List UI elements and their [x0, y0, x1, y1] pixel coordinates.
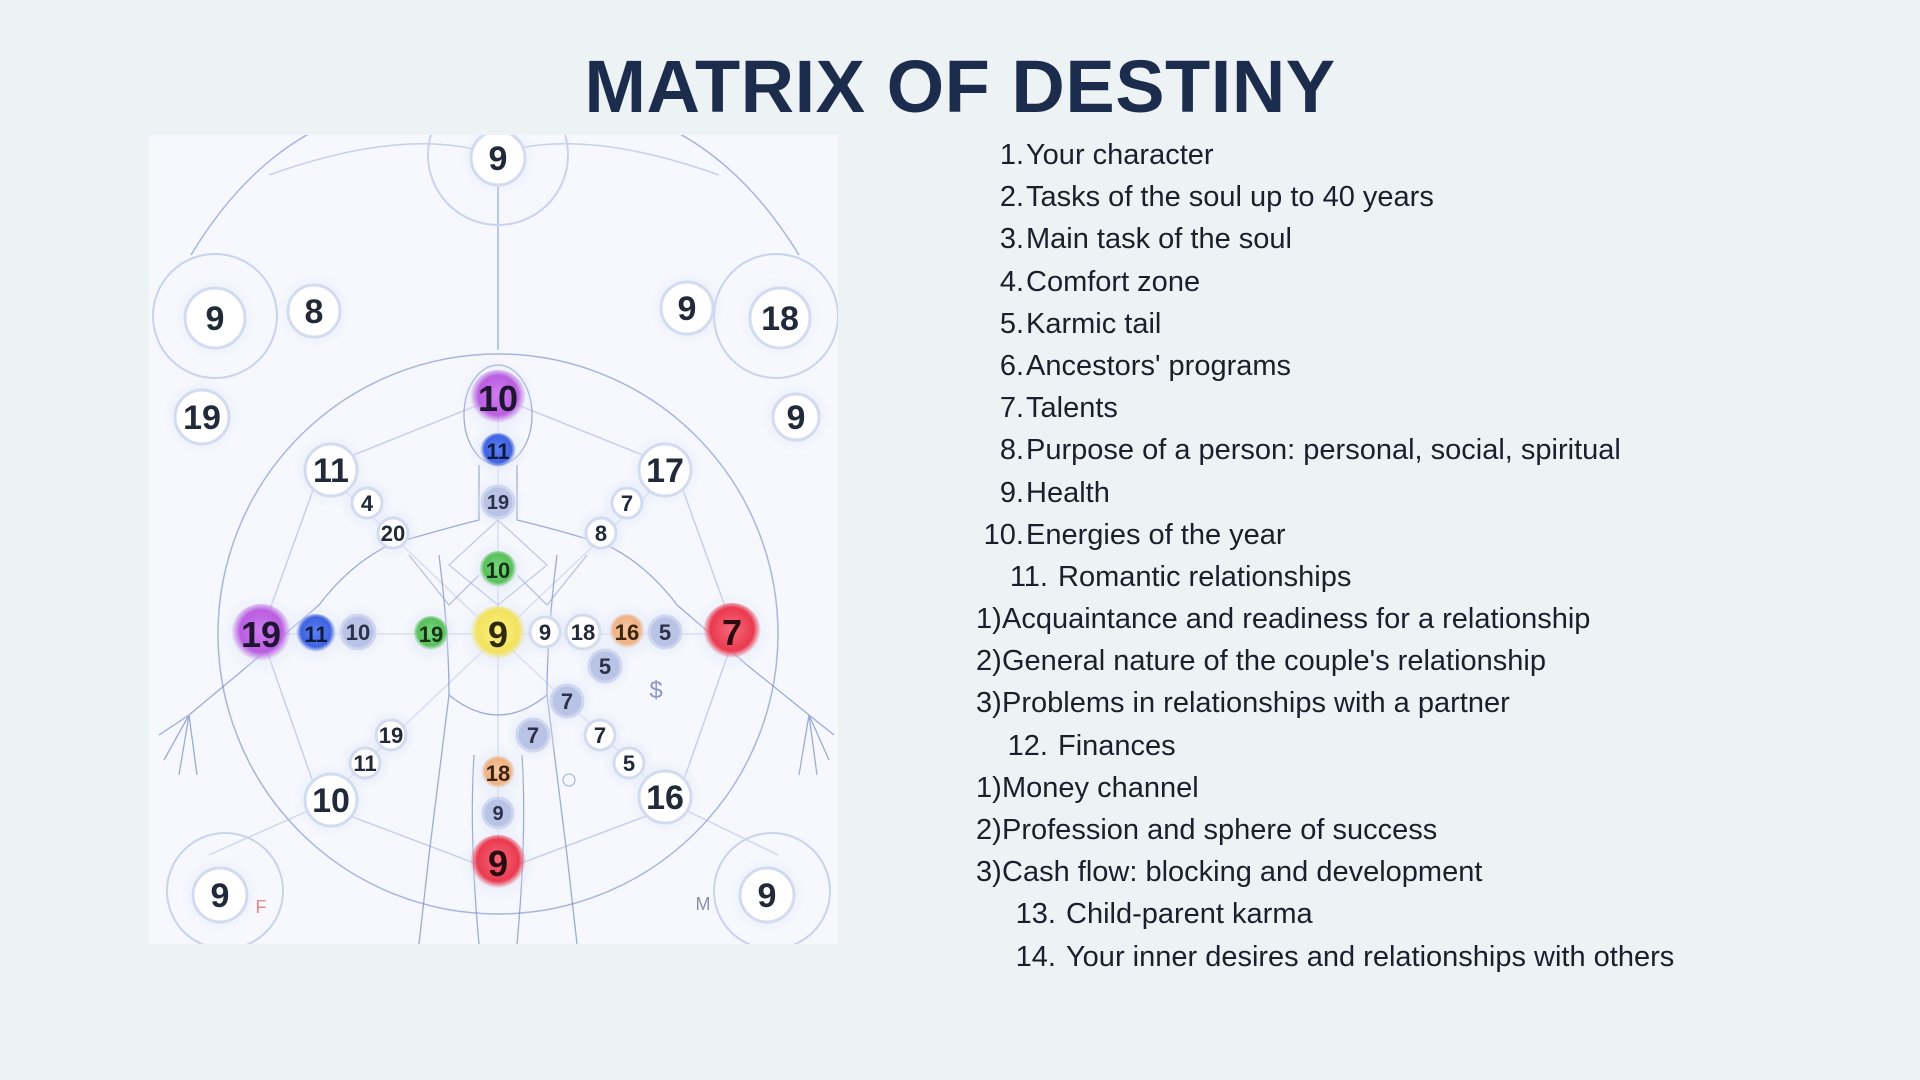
aspect-list: 1.Your character 2.Tasks of the soul up … [970, 134, 1870, 978]
list-item: 5.Karmic tail [999, 307, 1162, 340]
matrix-node-corner-tl-inner: 8 [276, 273, 352, 349]
matrix-node-value: 16 [615, 620, 639, 645]
matrix-node-value: 9 [488, 614, 508, 655]
matrix-node-value: 9 [211, 877, 230, 915]
matrix-node-value: 10 [478, 378, 518, 419]
label-f: F [256, 897, 267, 917]
matrix-node-chest: 10 [467, 539, 529, 601]
matrix-node-value: 7 [722, 612, 742, 653]
matrix-node-value: 17 [646, 452, 684, 490]
matrix-node-value: 18 [486, 761, 510, 786]
matrix-node-diag-ll-outer: 10 [293, 762, 369, 838]
matrix-node-diag-lr-outer: 16 [627, 759, 703, 835]
list-item: 11.Romantic relationships [1009, 560, 1352, 593]
matrix-node-value: 11 [313, 452, 349, 490]
matrix-node-value: 9 [787, 399, 806, 437]
list-item: 14.Your inner desires and relationships … [1015, 940, 1675, 973]
matrix-node-diag-ul-b: 20 [366, 506, 420, 560]
list-item: 2)General nature of the couple's relatio… [976, 645, 1546, 678]
list-item: 4.Comfort zone [999, 265, 1201, 298]
matrix-node-corner-br: 9 [728, 856, 806, 934]
list-item: 2)Profession and sphere of success [976, 814, 1438, 846]
matrix-node-center: 9 [458, 594, 538, 674]
matrix-node-diag-ur-b: 8 [574, 506, 628, 560]
matrix-node-value: 9 [489, 140, 508, 178]
label-m: M [696, 894, 711, 914]
matrix-node-value: 7 [594, 723, 606, 748]
dollar-sign: $ [649, 677, 662, 704]
matrix-node-corner-tl-outer: 9 [173, 276, 257, 360]
matrix-node-value: 11 [353, 751, 376, 776]
matrix-node-value: 4 [361, 491, 374, 516]
matrix-node-value: 7 [621, 491, 633, 516]
matrix-node-value: 5 [623, 751, 635, 776]
matrix-node-value: 5 [599, 654, 611, 679]
list-item: 3)Cash flow: blocking and development [976, 856, 1483, 889]
matrix-node-corner-tr-outer: 18 [738, 276, 822, 360]
matrix-node-value: 20 [381, 521, 405, 546]
page-title: MATRIX OF DESTINY [584, 45, 1336, 128]
list-item: 9.Health [999, 476, 1110, 509]
matrix-node-value: 8 [305, 293, 324, 331]
list-item: 3.Main task of the soul [999, 223, 1292, 256]
matrix-node-belly-orange: 18 [469, 744, 527, 802]
matrix-node-value: 10 [486, 558, 510, 583]
matrix-node-left-green: 19 [401, 604, 461, 664]
matrix-node-value: 16 [646, 779, 684, 817]
matrix-node-value: 7 [527, 723, 539, 748]
list-item: 6.Ancestors' programs [999, 349, 1292, 382]
matrix-node-left-inner: 10 [329, 603, 387, 661]
matrix-node-value: 19 [419, 622, 443, 647]
matrix-node-value: 19 [487, 492, 509, 514]
matrix-node-value: 9 [206, 300, 225, 338]
matrix-node-money-c: 7 [505, 707, 561, 763]
matrix-node-value: 19 [183, 399, 221, 437]
matrix-node-top: 9 [459, 135, 537, 197]
list-item: 3)Problems in relationships with a partn… [976, 687, 1510, 720]
list-item: 7.Talents [999, 392, 1118, 425]
matrix-node-value: 9 [488, 843, 508, 884]
matrix-node-left-side: 19 [163, 378, 241, 456]
matrix-node-value: 10 [312, 782, 350, 820]
list-item: 10.Energies of the year [983, 518, 1286, 551]
matrix-node-corner-bl: 9 [181, 856, 259, 934]
matrix-node-value: 9 [492, 803, 503, 825]
matrix-node-right-side: 9 [761, 382, 831, 452]
matrix-node-value: 11 [304, 622, 327, 647]
matrix-node-right-c: 5 [637, 604, 693, 660]
list-item: 1)Money channel [976, 771, 1199, 804]
matrix-node-value: 18 [571, 620, 595, 645]
list-item: 1)Acquaintance and readiness for a relat… [976, 603, 1591, 636]
matrix-node-value: 18 [761, 300, 799, 338]
list-item: 1.Your character [999, 139, 1214, 171]
matrix-node-value: 9 [539, 620, 551, 645]
matrix-node-value: 9 [678, 290, 697, 328]
list-item: 12.Finances [1007, 729, 1176, 762]
matrix-node-bottom: 9 [458, 823, 538, 903]
list-item: 2.Tasks of the soul up to 40 years [999, 181, 1434, 214]
matrix-node-right-outer: 7 [691, 591, 773, 673]
matrix-node-left-blue: 11 [284, 602, 348, 666]
list-item: 8.Purpose of a person: personal, social,… [999, 434, 1621, 467]
matrix-node-value: 9 [758, 877, 777, 915]
matrix-node-corner-tr-inner: 9 [649, 270, 725, 346]
matrix-node-head: 10 [458, 358, 538, 438]
matrix-node-value: 11 [486, 439, 509, 464]
list-item: 13.Child-parent karma [1015, 898, 1313, 931]
matrix-node-value: 10 [346, 620, 370, 645]
matrix-node-value: 8 [595, 521, 607, 546]
matrix-node-money-b: 7 [539, 673, 595, 729]
matrix-node-money-a: 5 [577, 638, 633, 694]
matrix-node-value: 7 [561, 689, 573, 714]
matrix-node-value: 5 [659, 620, 671, 645]
matrix-node-value: 19 [241, 614, 281, 655]
matrix-node-neck: 19 [470, 474, 526, 530]
matrix-node-left-outer: 19 [219, 592, 303, 676]
matrix-node-throat: 11 [468, 421, 528, 481]
